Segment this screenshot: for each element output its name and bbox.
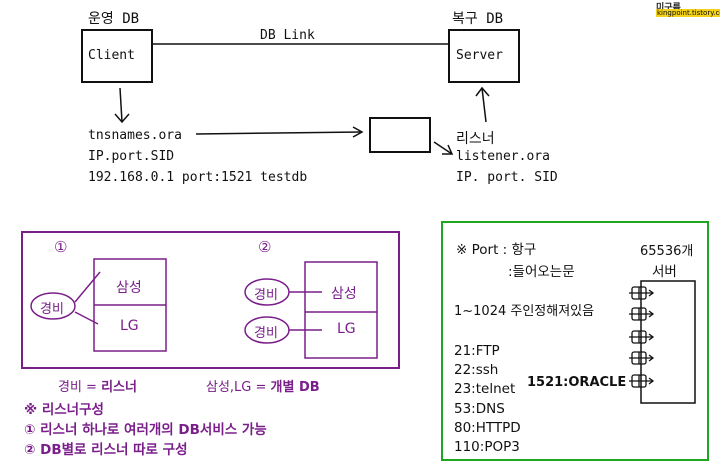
- port-title-line1: ※ Port : 항구: [456, 242, 537, 258]
- client-box-label: Client: [88, 48, 135, 63]
- port-plugs: [629, 286, 655, 388]
- port-telnet: 23:telnet: [454, 381, 516, 397]
- client-box: [81, 29, 153, 83]
- legend-listener-bold: 리스너: [101, 380, 137, 395]
- legend-db-bold: 개별 DB: [270, 380, 320, 395]
- port-panel: [441, 221, 709, 461]
- d1-db2-label: LG: [120, 318, 139, 334]
- legend-listener: 경비 = 리스너: [58, 376, 137, 395]
- listener-up-arrow: [481, 87, 487, 123]
- listener-ora-line: listener.ora: [456, 149, 550, 164]
- legend-db-prefix: 삼성,LG =: [206, 380, 271, 395]
- d1-db1-label: 삼성: [116, 280, 142, 296]
- port-ftp: 21:FTP: [454, 343, 500, 359]
- port-pop3: 110:POP3: [454, 439, 520, 455]
- port-httpd: 80:HTTPD: [454, 420, 521, 436]
- server-db-label: 복구 DB: [452, 11, 504, 27]
- listener-config-panel: [21, 231, 400, 369]
- note-title: ※ 리스너구성: [24, 402, 104, 418]
- db-link-label: DB Link: [260, 28, 315, 43]
- middle-box: [369, 117, 431, 153]
- ip-port-sid-line: IP.port.SID: [88, 149, 175, 164]
- note-1: ① 리스너 하나로 여러개의 DB서비스 가능: [24, 422, 267, 438]
- server-box-label: Server: [456, 48, 503, 63]
- note-2: ② DB별로 리스너 따로 구성: [24, 442, 188, 458]
- d2-db-box: [304, 261, 378, 359]
- client-down-arrow: [119, 87, 123, 123]
- d2-listener1-label: 경비: [254, 288, 278, 303]
- box-to-listener-arrow: [433, 141, 453, 155]
- port-ssh: 22:ssh: [454, 362, 499, 378]
- d2-db1-label: 삼성: [331, 286, 357, 302]
- server-port-count: 65536개: [640, 244, 694, 259]
- diagram1-number: ①: [54, 238, 68, 256]
- client-address-line: 192.168.0.1 port:1521 testdb: [88, 170, 308, 185]
- server-port-label: 서버: [652, 264, 677, 280]
- port-dns: 53:DNS: [454, 401, 505, 417]
- d1-listener-label: 경비: [40, 302, 64, 317]
- server-box-ports: [640, 280, 696, 404]
- logo-line1: 미구름: [656, 3, 681, 13]
- d2-listener2-label: 경비: [254, 326, 278, 341]
- logo-line2: kingpoint.tistory.com: [656, 9, 720, 17]
- tnsnames-line: tnsnames.ora: [88, 128, 182, 143]
- legend-listener-prefix: 경비 =: [58, 380, 102, 395]
- tns-to-box-arrow: [195, 131, 363, 135]
- d1-listener-ellipse: [30, 292, 76, 320]
- port-oracle: 1521:ORACLE: [527, 375, 627, 390]
- legend-db: 삼성,LG = 개별 DB: [206, 376, 320, 395]
- listener-ip-line: IP. port. SID: [456, 170, 558, 185]
- port-title-line2: :들어오는문: [508, 264, 575, 280]
- server-box: [448, 29, 520, 83]
- diagram2-number: ②: [258, 238, 272, 256]
- client-db-label: 운영 DB: [88, 11, 140, 27]
- listener-title: 리스너: [456, 131, 495, 147]
- d2-db2-label: LG: [337, 321, 356, 337]
- site-logo: 미구름 kingpoint.tistory.com: [656, 0, 720, 18]
- reserved-ports-note: 1~1024 주인정해져있음: [454, 304, 595, 319]
